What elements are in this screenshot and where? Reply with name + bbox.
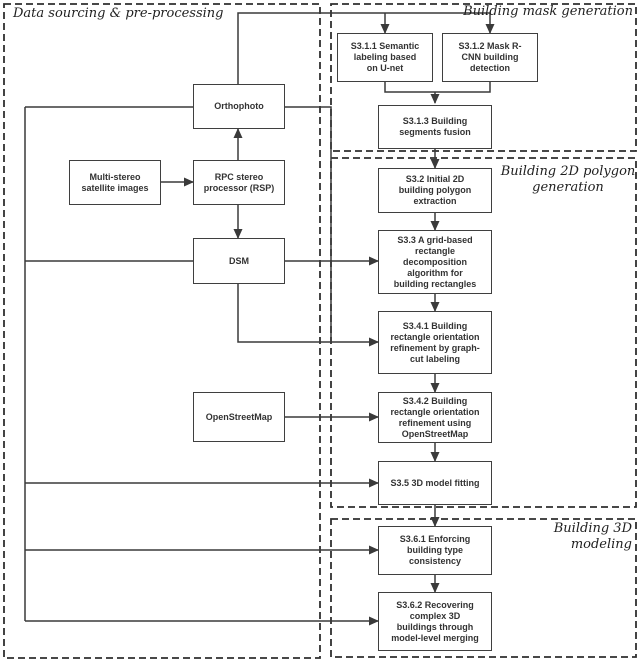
region-title-data-sourcing: Data sourcing & pre-processing — [13, 6, 224, 21]
node-s311-semantic-labeling: S3.1.1 Semantic labeling based on U-net — [337, 33, 433, 82]
edge-dsm-to-s341 — [237, 284, 379, 347]
region-title-3d-modeling: Building 3D modeling — [553, 521, 632, 552]
node-s341-graphcut-refinement: S3.4.1 Building rectangle orientation re… — [378, 311, 492, 374]
region-border-mask-generation — [330, 3, 637, 152]
edge-orthophoto-to-s341-join — [285, 106, 332, 342]
node-dsm: DSM — [193, 238, 285, 284]
region-border-3d-modeling — [330, 518, 637, 658]
node-s32-initial-polygon: S3.2 Initial 2D building polygon extract… — [378, 168, 492, 213]
region-title-mask-generation: Building mask generation — [463, 4, 633, 19]
node-s313-segments-fusion: S3.1.3 Building segments fusion — [378, 105, 492, 149]
edge-merge-s311-s312 — [384, 82, 491, 93]
region-border-data-sourcing — [3, 3, 321, 659]
node-multi-stereo-satellite-images: Multi-stereo satellite images — [69, 160, 161, 205]
node-openstreetmap: OpenStreetMap — [193, 392, 285, 442]
node-orthophoto: Orthophoto — [193, 84, 285, 129]
node-rpc-stereo-processor: RPC stereo processor (RSP) — [193, 160, 285, 205]
region-title-polygon-generation: Building 2D polygon generation — [500, 164, 636, 195]
node-s342-osm-refinement: S3.4.2 Building rectangle orientation re… — [378, 392, 492, 443]
edge-orthophoto-to-s312 — [237, 12, 495, 84]
node-s312-mask-rcnn: S3.1.2 Mask R- CNN building detection — [442, 33, 538, 82]
node-s361-type-consistency: S3.6.1 Enforcing building type consisten… — [378, 526, 492, 575]
node-s35-model-fitting: S3.5 3D model fitting — [378, 461, 492, 505]
node-s362-model-merging: S3.6.2 Recovering complex 3D buildings t… — [378, 592, 492, 651]
node-s33-rectangle-decomposition: S3.3 A grid-based rectangle decompositio… — [378, 230, 492, 294]
